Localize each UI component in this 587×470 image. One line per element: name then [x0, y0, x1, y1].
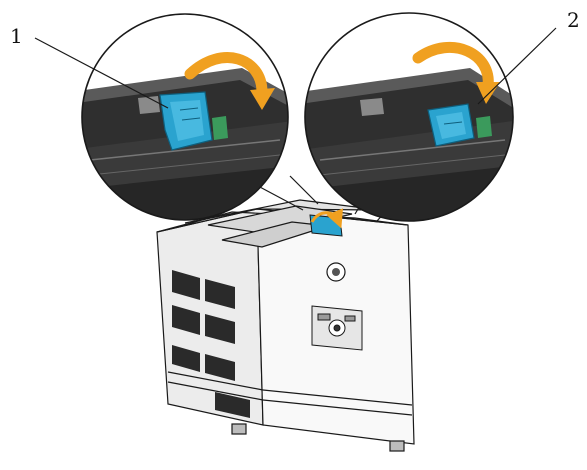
brand-logo	[327, 263, 345, 281]
callout-number-1: 1	[10, 26, 23, 46]
top-blue-guide	[310, 213, 342, 236]
operator-panel	[312, 306, 362, 350]
detail-inset-right	[300, 13, 520, 230]
callout-number-2: 2	[567, 10, 580, 30]
detail-inset-left	[70, 14, 300, 230]
